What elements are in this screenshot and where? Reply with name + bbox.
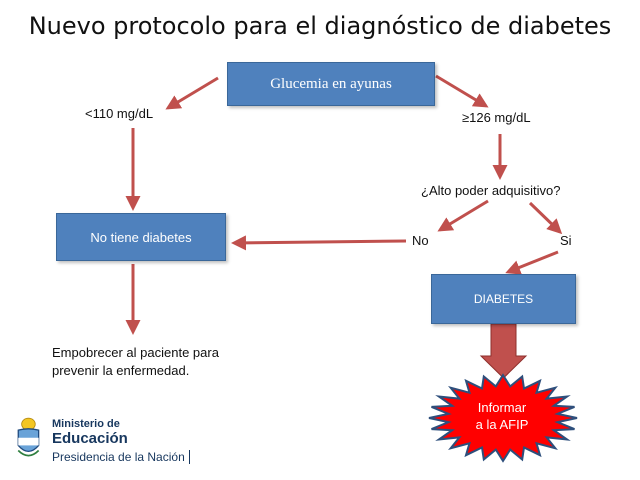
arrow-question-to-no bbox=[437, 199, 489, 232]
node-diabetes: DIABETES bbox=[431, 274, 576, 324]
node-informar-afip: Informar a la AFIP bbox=[475, 400, 529, 432]
decision-question: ¿Alto poder adquisitivo? bbox=[421, 183, 561, 198]
shield-icon bbox=[17, 417, 40, 457]
logo-ministerio: Ministerio de bbox=[52, 418, 120, 430]
block-arrow-down bbox=[479, 323, 528, 379]
note-text: Empobrecer al paciente para prevenir la … bbox=[52, 345, 219, 378]
arrow-glucemia-to-low bbox=[165, 76, 219, 110]
edge-label-high: ≥126 mg/dL bbox=[462, 110, 531, 125]
arrow-question-to-si bbox=[528, 201, 563, 235]
node-no-diabetes: No tiene diabetes bbox=[56, 213, 226, 261]
arrow-no-to-no-diabetes bbox=[231, 235, 407, 251]
burst-shape bbox=[428, 373, 578, 463]
edge-label-si: Si bbox=[560, 233, 572, 248]
arrow-glucemia-to-high bbox=[435, 74, 489, 108]
edge-label-no: No bbox=[412, 233, 429, 248]
edge-label-low: <110 mg/dL bbox=[85, 106, 154, 121]
arrow-si-to-diabetes bbox=[505, 250, 559, 275]
node-glucemia: Glucemia en ayunas bbox=[227, 62, 435, 106]
logo-educacion: Educación bbox=[52, 430, 128, 447]
logo-presidencia: Presidencia de la Nación bbox=[52, 450, 190, 464]
page-title: Nuevo protocolo para el diagnóstico de d… bbox=[28, 12, 612, 40]
